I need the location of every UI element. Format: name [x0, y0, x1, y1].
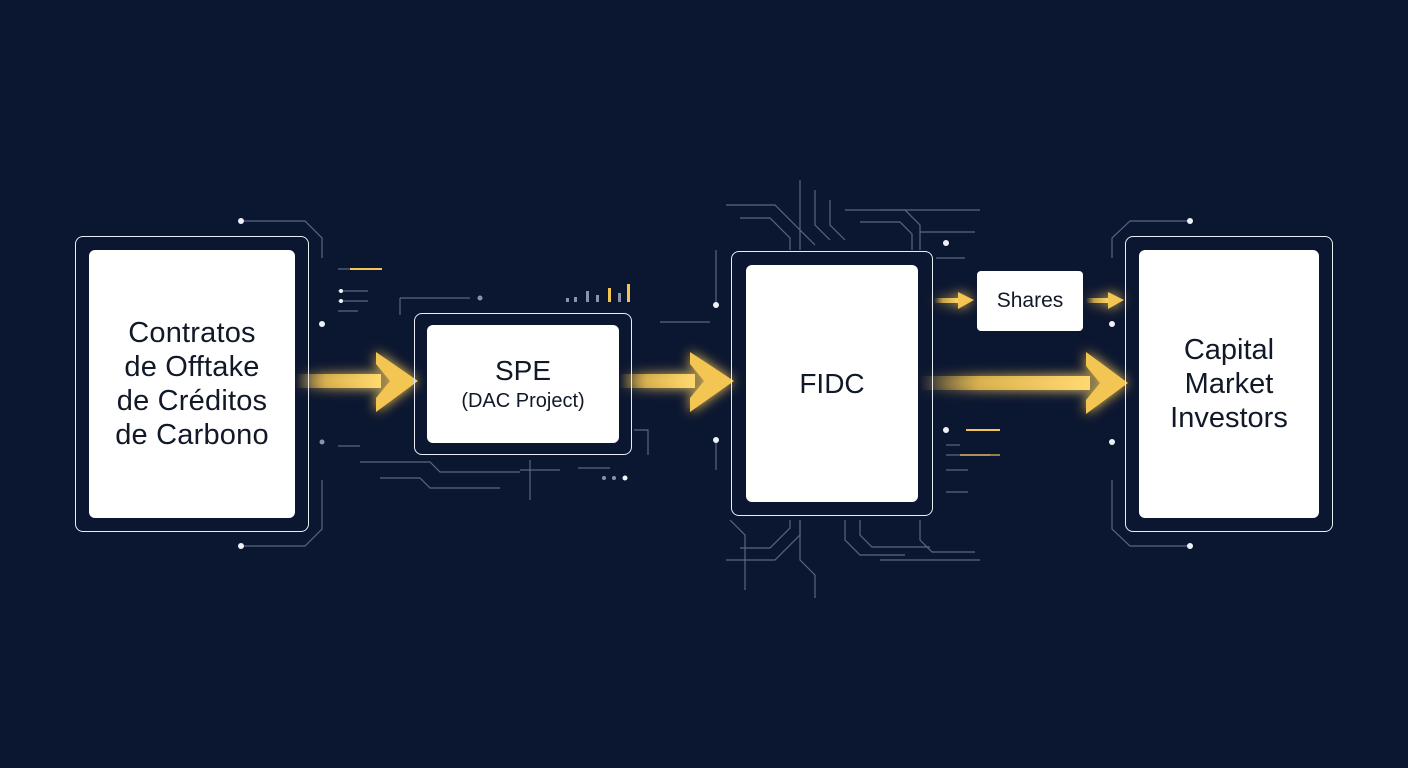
contracts-label: Contratos de Offtake de Créditos de Carb… — [115, 317, 269, 451]
fidc-label: FIDC — [799, 367, 865, 399]
arrow-fidc-to-investors — [920, 352, 1128, 414]
spe-subtitle: (DAC Project) — [461, 390, 585, 412]
fidc-frame — [731, 251, 933, 516]
arrow-spe-to-fidc — [620, 352, 734, 412]
fidc-card: FIDC — [746, 265, 918, 502]
investors-card: Capital Market Investors — [1139, 250, 1319, 518]
spe-card: SPE (DAC Project) — [427, 325, 619, 443]
investors-label: Capital Market Investors — [1170, 334, 1288, 434]
contracts-frame — [75, 236, 309, 532]
arrow-shares-to-investors — [1086, 292, 1124, 309]
arrow-contracts-to-spe — [296, 352, 418, 412]
spe-title: SPE — [494, 355, 551, 386]
investors-frame — [1125, 236, 1333, 532]
contracts-card: Contratos de Offtake de Créditos de Carb… — [89, 250, 295, 518]
shares-label: Shares — [996, 289, 1064, 312]
spe-frame — [414, 313, 632, 455]
shares-card: Shares — [977, 271, 1083, 331]
arrow-fidc-to-shares — [934, 292, 974, 309]
